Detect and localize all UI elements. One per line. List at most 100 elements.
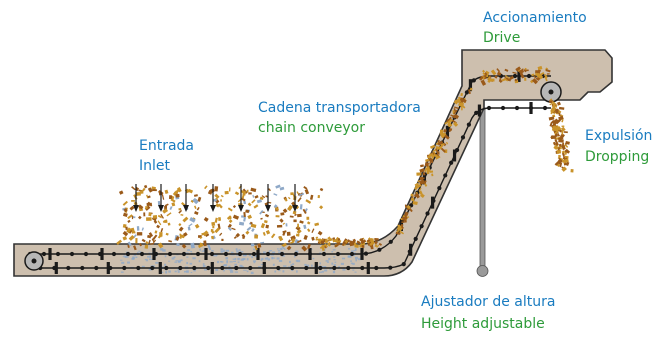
- scrap-fragment: [281, 255, 285, 257]
- chip-particle-icon: [524, 77, 527, 81]
- chain-link: [500, 105, 506, 111]
- scrap-fragment: [148, 258, 153, 260]
- chip-particle-icon: [552, 125, 556, 129]
- chip-particle-icon: [359, 238, 364, 242]
- chip-particle-icon: [178, 209, 183, 214]
- scrap-fragment: [304, 263, 307, 266]
- scrap-fragment: [233, 260, 236, 262]
- chain-link: [526, 73, 532, 79]
- chip-particle-icon: [355, 244, 359, 248]
- chip-particle-icon: [139, 190, 144, 194]
- chip-particle-icon: [227, 223, 232, 229]
- chip-particle-icon: [487, 76, 491, 81]
- chip-particle-icon: [198, 243, 204, 248]
- chip-particle-icon: [462, 98, 467, 104]
- chain-link: [276, 265, 281, 271]
- chip-particle-icon: [297, 197, 302, 203]
- chip-particle-icon: [167, 222, 171, 226]
- chip-particle-icon: [265, 224, 270, 229]
- chip-particle-icon: [147, 187, 153, 193]
- scrap-fragment: [240, 258, 244, 261]
- scrap-fragment: [272, 257, 276, 259]
- chip-particle-icon: [154, 230, 158, 234]
- chip-particle-icon: [178, 226, 184, 232]
- chip-particle-icon: [533, 75, 538, 80]
- chip-particle-icon: [418, 187, 422, 192]
- scrap-fragment: [239, 264, 243, 268]
- chip-particle-icon: [146, 202, 152, 206]
- chip-particle-icon: [122, 236, 128, 241]
- scrap-fragment: [323, 266, 327, 269]
- chain-flight: [477, 104, 482, 117]
- inlet-arrow-icon: [183, 184, 189, 212]
- chain-link: [542, 105, 548, 111]
- chain-flight: [54, 262, 58, 274]
- chain-link: [388, 265, 393, 270]
- chip-particle-icon: [454, 106, 459, 110]
- chip-particle-icon: [126, 227, 132, 234]
- chain-link: [139, 251, 145, 257]
- chain-flight: [106, 262, 110, 274]
- scrap-fragment: [325, 260, 329, 262]
- chip-particle-icon: [254, 234, 259, 239]
- chip-particle-icon: [537, 65, 543, 71]
- chip-particle-icon: [233, 236, 237, 239]
- scrap-fragment: [127, 261, 130, 264]
- chip-particle-icon: [220, 194, 224, 198]
- chip-particle-icon: [285, 223, 288, 227]
- chain-flight: [452, 149, 457, 162]
- scrap-fragment: [141, 265, 145, 268]
- chip-particle-icon: [484, 72, 488, 76]
- chip-particle-icon: [561, 159, 566, 163]
- scrap-fragment: [277, 249, 281, 252]
- scrap-fragment: [355, 259, 358, 262]
- chain-link: [192, 265, 197, 271]
- height-label-es: Ajustador de altura: [421, 294, 556, 310]
- chip-particle-icon: [352, 238, 357, 243]
- scrap-fragment: [229, 261, 233, 263]
- chip-particle-icon: [214, 193, 220, 199]
- chain-link: [122, 265, 127, 271]
- chip-particle-icon: [251, 243, 255, 247]
- chip-particle-icon: [412, 200, 418, 206]
- chip-particle-icon: [410, 197, 415, 202]
- chip-particle-icon: [309, 194, 314, 200]
- chip-particle-icon: [166, 212, 172, 217]
- scrap-fragment: [155, 261, 158, 264]
- chip-particle-icon: [297, 223, 300, 228]
- scrap-fragment: [347, 255, 351, 258]
- chip-particle-icon: [554, 160, 560, 166]
- chip-particle-icon: [570, 168, 574, 173]
- chip-particle-icon: [182, 232, 188, 237]
- chip-particle-icon: [453, 108, 457, 112]
- scrap-fragment: [332, 249, 336, 251]
- scrap-fragment: [215, 254, 219, 256]
- scrap-fragment: [220, 261, 223, 263]
- chip-particle-icon: [301, 245, 308, 252]
- chip-particle-icon: [265, 195, 268, 198]
- scrap-fragment: [328, 257, 331, 261]
- chip-particle-icon: [193, 194, 198, 197]
- inlet-label-en: Inlet: [139, 158, 170, 174]
- chain-link: [293, 251, 299, 257]
- inlet-arrow-icon: [238, 184, 244, 212]
- scrap-fragment: [225, 249, 230, 252]
- chip-particle-icon: [418, 190, 423, 195]
- chip-particle-icon: [197, 196, 202, 202]
- chip-particle-icon: [561, 150, 566, 154]
- scrap-fragment: [246, 258, 249, 261]
- chain-link: [83, 251, 89, 257]
- scrap-fragment: [144, 258, 148, 260]
- chip-particle-icon: [561, 145, 566, 151]
- chip-particle-icon: [160, 213, 164, 219]
- chain-link: [111, 251, 117, 257]
- chip-particle-icon: [207, 244, 212, 251]
- chip-particle-icon: [242, 188, 248, 194]
- scrap-fragment: [235, 248, 238, 251]
- chip-particle-icon: [257, 243, 262, 248]
- chip-particle-icon: [556, 149, 562, 154]
- chip-particle-icon: [293, 219, 297, 223]
- chip-particle-icon: [256, 199, 263, 204]
- scrap-fragment: [260, 258, 263, 262]
- chip-particle-icon: [396, 226, 403, 232]
